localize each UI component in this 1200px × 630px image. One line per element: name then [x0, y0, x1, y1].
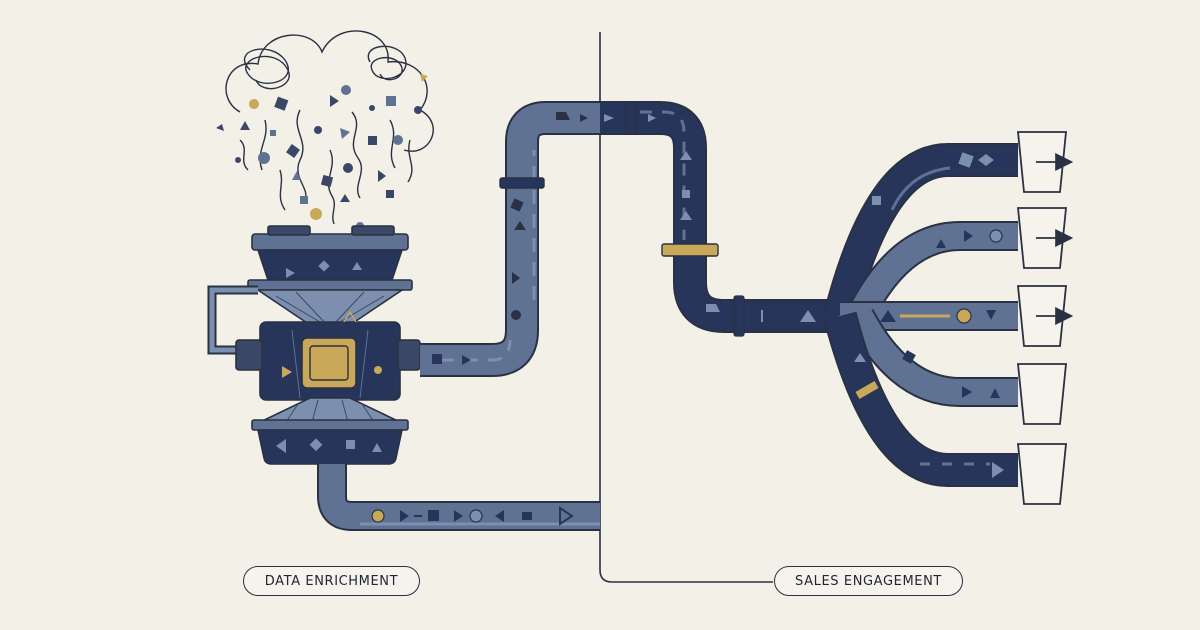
engagement-main-pipe [600, 101, 848, 337]
output-channel-2 [846, 221, 1018, 323]
squiggle-5 [279, 169, 286, 211]
bin-icon-5 [1017, 443, 1067, 505]
squiggle-8 [407, 139, 413, 183]
channel-arrows [1036, 153, 1074, 325]
scribble-left [243, 48, 290, 90]
hopper-rim [251, 233, 409, 251]
scribble-right [367, 45, 407, 81]
funnel-top [255, 289, 405, 326]
stage-divider-line [599, 32, 773, 583]
bin-icon-4 [1017, 363, 1067, 425]
sales-engagement-label: SALES ENGAGEMENT [774, 566, 963, 596]
squiggle-7 [239, 139, 249, 171]
squiggle-4 [389, 119, 396, 169]
pipe-collar-right [625, 101, 637, 135]
output-bins [1017, 131, 1067, 505]
output-channel-1 [823, 143, 1018, 321]
output-bin [257, 429, 403, 465]
chip-icon [301, 337, 357, 389]
enrichment-output-pipe [420, 101, 600, 377]
gold-collar [661, 243, 719, 257]
bottom-return-pipe [317, 464, 600, 531]
pipe-collar [499, 177, 545, 189]
squiggle-1 [259, 119, 267, 171]
gold-collar-channel [855, 381, 879, 399]
data-particles [216, 74, 428, 240]
raw-data-cloud [225, 30, 434, 225]
squiggle-6 [327, 149, 335, 225]
squiggle-2 [296, 109, 307, 201]
output-channel-5 [823, 311, 1018, 487]
data-enrichment-label: DATA ENRICHMENT [243, 566, 420, 596]
enrichment-machine [207, 225, 421, 465]
squiggle-3 [351, 111, 363, 199]
hopper-bowl [256, 249, 404, 281]
output-channel-4 [846, 308, 1018, 407]
